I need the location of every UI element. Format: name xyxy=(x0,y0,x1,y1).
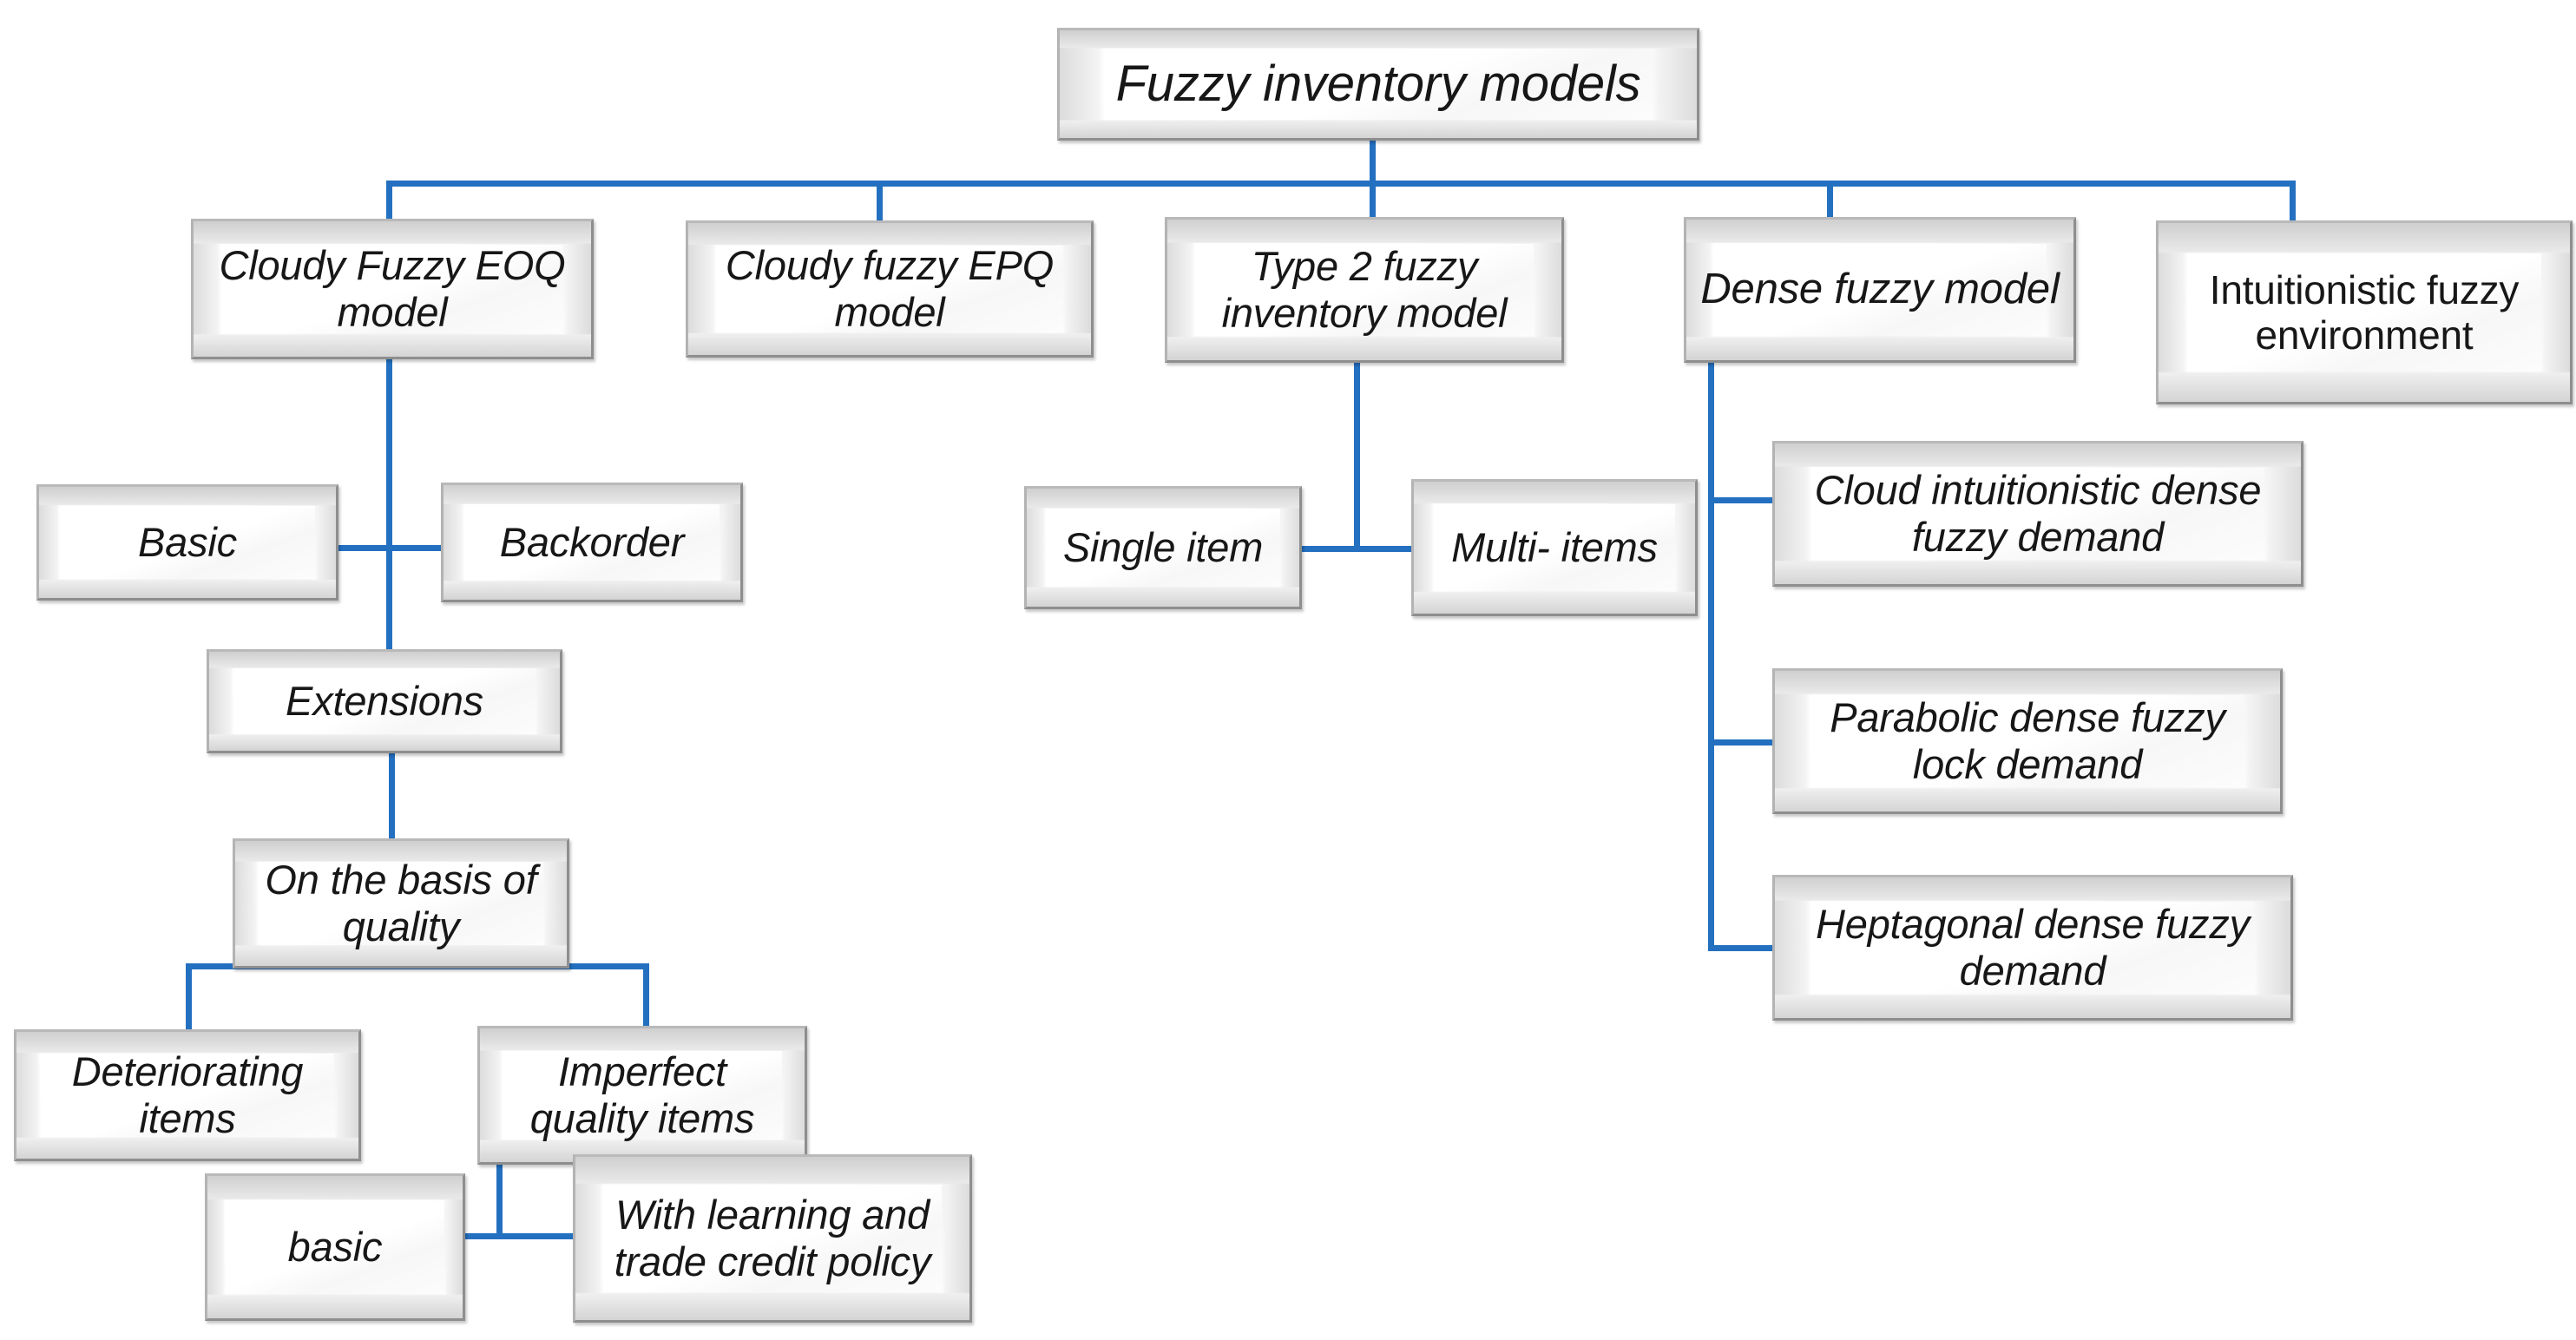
node-backorder-label: Backorder xyxy=(499,519,685,566)
connector-dense-stub-heptagonal xyxy=(1708,945,1779,951)
node-single-item[interactable]: Single item xyxy=(1024,486,1302,609)
node-extensions-label: Extensions xyxy=(286,678,483,725)
node-parabolic-dense-fuzzy-lock-demand[interactable]: Parabolic dense fuzzy lock demand xyxy=(1772,668,2283,814)
connector-imperfect-spine xyxy=(496,1118,503,1239)
node-dense-fuzzy-model-label: Dense fuzzy model xyxy=(1700,266,2060,313)
node-root[interactable]: Fuzzy inventory models xyxy=(1057,28,1699,141)
connector-drop-dense xyxy=(1827,181,1833,222)
connector-level1-bus xyxy=(386,181,2296,187)
connector-dense-stub-parabolic xyxy=(1708,739,1779,746)
node-basic-label: Basic xyxy=(138,519,237,566)
connector-drop-intuitionistic xyxy=(2290,181,2296,224)
node-type-2-fuzzy-inventory-model[interactable]: Type 2 fuzzy inventory model xyxy=(1165,217,1564,363)
connector-eoq-spine xyxy=(386,358,392,657)
node-multi-items-label: Multi- items xyxy=(1451,524,1658,571)
node-basic[interactable]: Basic xyxy=(36,484,338,601)
node-cloudy-fuzzy-epq-model[interactable]: Cloudy fuzzy EPQ model xyxy=(686,220,1094,358)
node-root-label: Fuzzy inventory models xyxy=(1115,55,1641,112)
connector-drop-cloudy-eoq xyxy=(386,181,392,222)
node-backorder[interactable]: Backorder xyxy=(441,483,743,602)
node-with-learning-and-trade-credit-policy[interactable]: With learning and trade credit policy xyxy=(573,1154,972,1323)
node-multi-items[interactable]: Multi- items xyxy=(1411,479,1698,616)
connector-drop-cloudy-epq xyxy=(877,181,883,222)
connector-basic-learning xyxy=(458,1233,580,1239)
node-with-learning-and-trade-credit-policy-label: With learning and trade credit policy xyxy=(614,1192,931,1284)
node-heptagonal-dense-fuzzy-demand[interactable]: Heptagonal dense fuzzy demand xyxy=(1772,875,2293,1021)
node-cloud-intuitionistic-dense-fuzzy-demand-label: Cloud intuitionistic dense fuzzy demand xyxy=(1814,467,2262,560)
node-heptagonal-dense-fuzzy-demand-label: Heptagonal dense fuzzy demand xyxy=(1816,901,2250,994)
node-deteriorating-items[interactable]: Deteriorating items xyxy=(14,1029,361,1161)
node-extensions[interactable]: Extensions xyxy=(207,649,562,753)
node-single-item-label: Single item xyxy=(1062,524,1264,571)
connector-dense-stub-cloud xyxy=(1708,497,1779,503)
node-cloudy-fuzzy-eoq-model-label: Cloudy Fuzzy EOQ model xyxy=(219,242,566,335)
node-imperfect-quality-items-label: Imperfect quality items xyxy=(529,1048,755,1141)
connector-drop-type2 xyxy=(1370,181,1376,222)
connector-type2-spine xyxy=(1354,363,1360,549)
node-cloud-intuitionistic-dense-fuzzy-demand[interactable]: Cloud intuitionistic dense fuzzy demand xyxy=(1772,441,2303,587)
node-cloudy-fuzzy-epq-model-label: Cloudy fuzzy EPQ model xyxy=(725,242,1055,335)
node-type-2-fuzzy-inventory-model-label: Type 2 fuzzy inventory model xyxy=(1221,243,1508,336)
node-cloudy-fuzzy-eoq-model[interactable]: Cloudy Fuzzy EOQ model xyxy=(191,219,594,359)
node-imperfect-quality-items[interactable]: Imperfect quality items xyxy=(477,1026,807,1165)
node-on-the-basis-of-quality[interactable]: On the basis of quality xyxy=(233,838,569,969)
connector-root-stem xyxy=(1370,139,1376,187)
connector-quality-leg-right xyxy=(643,963,649,1035)
node-basic-lower-label: basic xyxy=(287,1224,383,1271)
node-basic-lower[interactable]: basic xyxy=(205,1173,465,1321)
connector-single-multi xyxy=(1290,546,1418,552)
node-deteriorating-items-label: Deteriorating items xyxy=(71,1048,304,1141)
node-intuitionistic-fuzzy-environment-label: Intuitionistic fuzzy environment xyxy=(2209,266,2520,358)
connector-dense-spine xyxy=(1708,361,1714,951)
node-parabolic-dense-fuzzy-lock-demand-label: Parabolic dense fuzzy lock demand xyxy=(1830,694,2225,787)
node-dense-fuzzy-model[interactable]: Dense fuzzy model xyxy=(1684,217,2076,363)
node-intuitionistic-fuzzy-environment[interactable]: Intuitionistic fuzzy environment xyxy=(2156,220,2573,404)
node-on-the-basis-of-quality-label: On the basis of quality xyxy=(265,857,537,949)
connector-extensions-to-quality xyxy=(389,746,395,851)
connector-quality-leg-left xyxy=(186,963,192,1035)
